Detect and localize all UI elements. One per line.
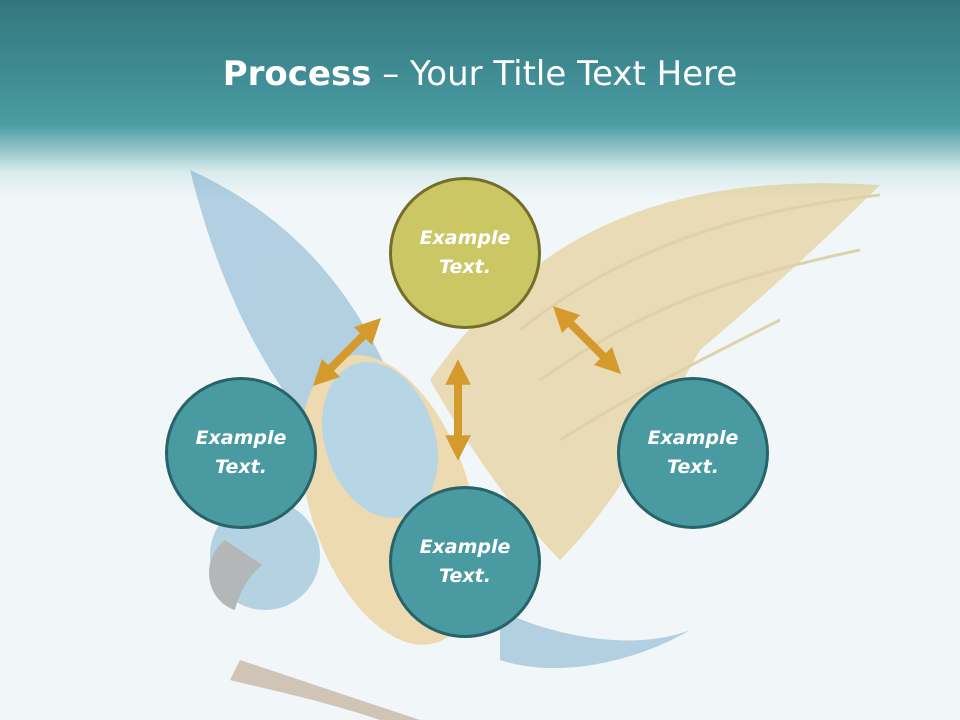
node-top: Example Text. bbox=[389, 177, 541, 329]
title-bold: Process bbox=[222, 54, 372, 94]
arrow-left-top bbox=[312, 317, 382, 387]
node-left: Example Text. bbox=[165, 377, 317, 529]
node-top-label: Example Text. bbox=[419, 227, 511, 278]
node-right: Example Text. bbox=[617, 377, 769, 529]
node-bottom: Example Text. bbox=[389, 486, 541, 638]
arrow-right-top bbox=[552, 305, 622, 375]
parrot-tail bbox=[500, 610, 690, 669]
branch bbox=[230, 660, 420, 720]
parrot-right-wing bbox=[430, 183, 880, 560]
parrot-beak bbox=[208, 540, 262, 610]
node-left-label: Example Text. bbox=[195, 427, 287, 478]
node-bottom-label: Example Text. bbox=[419, 536, 511, 587]
title-rest: – Your Title Text Here bbox=[371, 54, 738, 94]
node-right-label: Example Text. bbox=[647, 427, 739, 478]
title-bar bbox=[0, 0, 960, 200]
page-title: Process – Your Title Text Here bbox=[0, 52, 960, 96]
